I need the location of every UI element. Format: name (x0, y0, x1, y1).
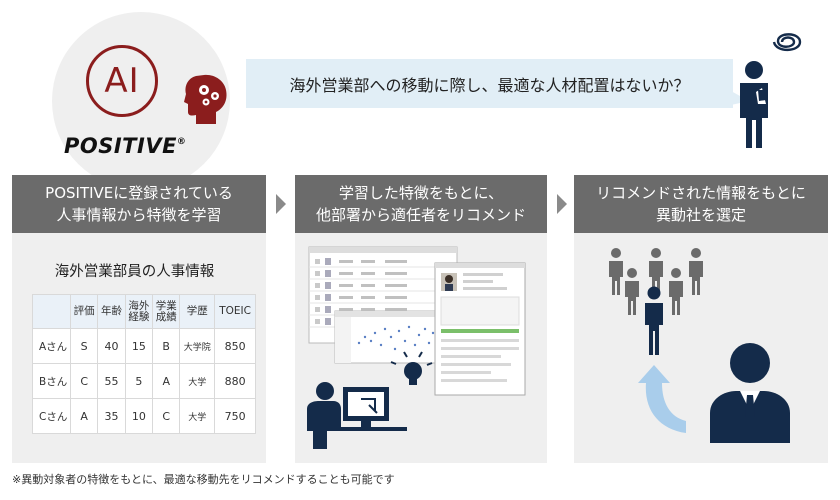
brain-gears-icon (184, 74, 227, 124)
ai-logo-text: AI (104, 61, 140, 101)
hr-col-age: 年齢 (97, 294, 126, 329)
scatter-analysis-screen (334, 310, 442, 364)
computer-user-icon (307, 382, 407, 449)
step-arrow-1 (276, 194, 286, 214)
step-1-header: POSITIVEに登録されている人事情報から特徴を学習 (12, 175, 266, 233)
selection-illustration (609, 248, 790, 443)
question-bubble: 海外営業部への移動に際し、最適な人材配置はないか？ (246, 59, 749, 108)
table-row: Cさん A 35 10 C 大学 750 (32, 398, 256, 434)
hr-col-overseas: 海外 経験 (124, 294, 154, 329)
curved-arrow-icon (638, 365, 686, 433)
crowd-icon (609, 248, 703, 315)
step-2-header: 学習した特徴をもとに、他部署から適任者をリコメンド (295, 175, 547, 233)
footnote: ※異動対象者の特徴をもとに、最適な移動先をリコメンドすることも可能です (12, 473, 395, 486)
hr-table-title: 海外営業部員の人事情報 (54, 264, 215, 280)
hr-table: 評価 年齢 海外 経験 学業 成績 学歴 TOEIC Aさん S 40 15 B… (32, 294, 256, 434)
table-row: Bさん C 55 5 A 大学 880 (32, 363, 256, 399)
confused-person-icon (740, 33, 802, 148)
table-row: Aさん S 40 15 B 大学院 850 (32, 328, 256, 364)
businessman-icon (710, 343, 790, 443)
step-3-header: リコメンドされた情報をもとに異動社を選定 (574, 175, 828, 233)
hr-col-toeic: TOEIC (214, 294, 256, 329)
selected-person-icon (645, 286, 663, 355)
question-text: 海外営業部への移動に際し、最適な人材配置はないか？ (289, 75, 690, 95)
hr-col-rating: 評価 (69, 294, 99, 329)
brand-logo: POSITIVE® (64, 134, 187, 158)
step-arrow-2 (557, 194, 567, 214)
hr-col-grades: 学業 成績 (152, 294, 181, 329)
hr-col-name (32, 294, 71, 329)
profile-detail-screen (434, 262, 526, 396)
ai-logo-ring: AI (86, 45, 158, 117)
step-3-panel (574, 233, 828, 463)
lightbulb-icon (390, 351, 433, 385)
step-1-panel: 海外営業部員の人事情報 評価 年齢 海外 経験 学業 成績 学歴 TOEIC A… (12, 233, 266, 463)
step-2-panel (295, 233, 547, 463)
hr-col-education: 学歴 (179, 294, 216, 329)
recommendation-screens-illustration (307, 246, 526, 449)
